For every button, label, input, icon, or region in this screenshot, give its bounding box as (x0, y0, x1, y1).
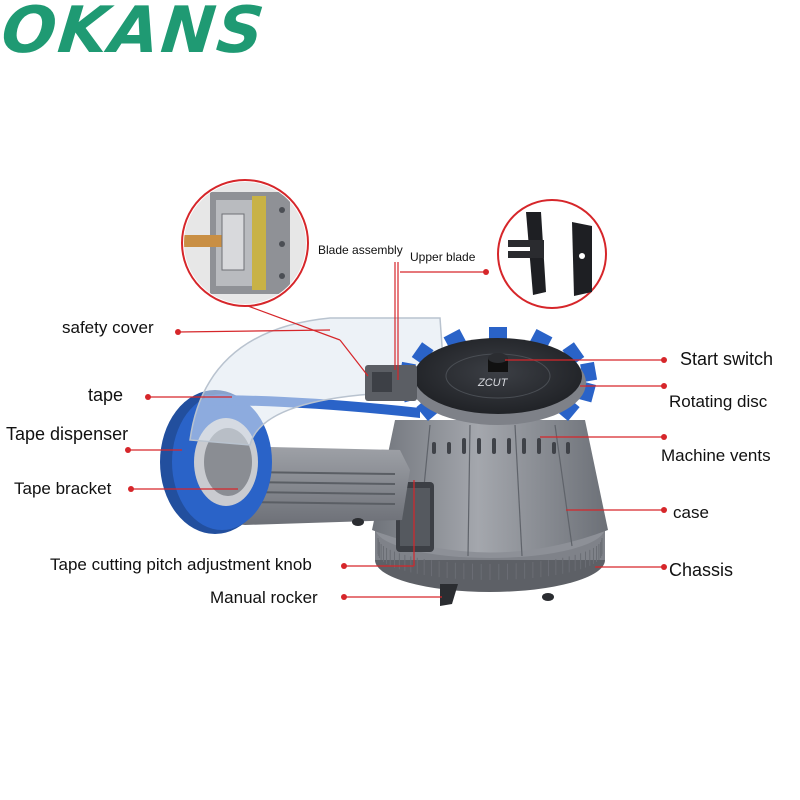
vent-slot (462, 438, 466, 454)
leader-dot (661, 383, 667, 389)
leader-lines (125, 262, 667, 600)
vent-slot (552, 442, 556, 454)
label-tape: tape (88, 385, 124, 405)
leader-dot (341, 563, 347, 569)
leader-dot (125, 447, 131, 453)
leader-dot (145, 394, 151, 400)
label-manual-rocker: Manual rocker (210, 588, 318, 607)
label-blade-assembly: Blade assembly (318, 243, 403, 257)
label-rotating-disc: Rotating disc (669, 392, 768, 411)
label-case: case (673, 503, 709, 522)
leader-dot (661, 507, 667, 513)
upper-blade-inset (497, 199, 607, 309)
tape-tab (489, 327, 507, 341)
blade-assembly-inset (181, 179, 309, 307)
leader-dot (661, 434, 667, 440)
leader-dot (483, 269, 489, 275)
machine-feet (352, 518, 554, 601)
label-machine-vents: Machine vents (661, 446, 771, 465)
leader-dot (341, 594, 347, 600)
vent-slot (447, 442, 451, 454)
vent-slot (566, 442, 570, 454)
manual-rocker[interactable] (440, 584, 458, 606)
leader-line (339, 339, 369, 377)
tape-tab (411, 342, 434, 366)
leader-dot (661, 357, 667, 363)
leader-dot (661, 564, 667, 570)
machine-vents (432, 438, 570, 454)
label-tape-dispenser: Tape dispenser (6, 424, 129, 444)
vent-slot (522, 438, 526, 454)
device-brand-mark: ZCUT (477, 377, 509, 389)
label-upper-blade: Upper blade (410, 250, 476, 264)
vent-slot (492, 438, 496, 454)
tape-tab (529, 328, 553, 350)
tape-tab (562, 342, 585, 366)
leader-dot (128, 486, 134, 492)
label-safety-cover: safety cover (62, 318, 154, 337)
blade-assembly-block (365, 365, 417, 401)
label-tape-bracket: Tape bracket (14, 479, 112, 498)
label-start-switch: Start switch (680, 349, 774, 369)
vent-slot (537, 438, 541, 454)
label-pitch-knob: Tape cutting pitch adjustment knob (50, 555, 312, 574)
label-chassis: Chassis (669, 560, 734, 580)
leader-line (177, 329, 331, 333)
vent-slot (507, 438, 511, 454)
leader-dot (175, 329, 181, 335)
chassis-ribs (377, 538, 603, 580)
leader-line (247, 305, 341, 341)
vent-slot (432, 442, 436, 454)
start-switch[interactable] (488, 353, 508, 372)
tape-tab (443, 328, 467, 350)
safety-cover (189, 317, 446, 446)
vent-slot (477, 438, 481, 454)
